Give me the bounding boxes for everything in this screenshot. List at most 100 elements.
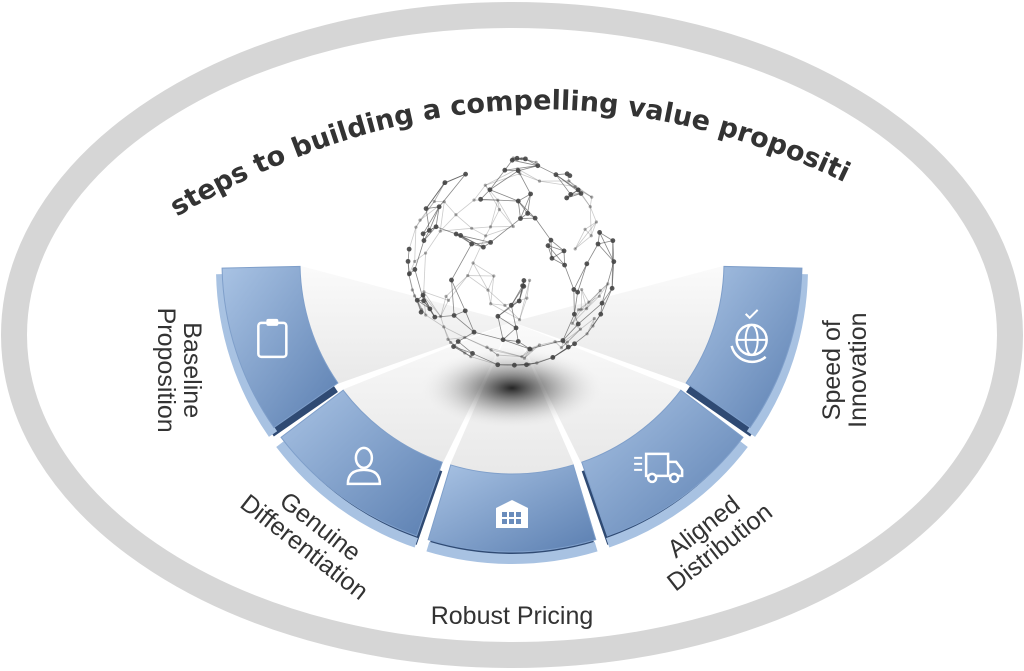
network-node [588, 205, 592, 209]
network-node [528, 191, 533, 197]
network-link [499, 209, 514, 227]
network-link [586, 243, 599, 265]
clipboard-icon [257, 318, 288, 359]
segment-face [221, 265, 339, 429]
network-node [520, 157, 524, 161]
network-link [512, 159, 538, 167]
network-link [453, 346, 472, 357]
step-segments: BaselinePropositionGenuineDifferentiatio… [152, 265, 872, 630]
network-link [467, 275, 489, 291]
network-node [471, 329, 477, 335]
network-node [423, 251, 428, 255]
network-link [472, 353, 498, 366]
network-link [408, 274, 413, 291]
network-node [508, 302, 514, 308]
step-segment[interactable]: Speed ofInnovation [685, 265, 872, 437]
network-node [580, 287, 584, 292]
network-node [527, 278, 532, 282]
network-link [486, 346, 498, 356]
network-node [610, 238, 616, 244]
network-node [590, 195, 594, 199]
network-node [548, 237, 554, 243]
network-link [550, 240, 553, 259]
network-node [410, 288, 414, 292]
network-link [443, 326, 465, 338]
network-node [584, 306, 589, 311]
network-link [599, 232, 615, 262]
network-node [423, 206, 429, 211]
network-node [565, 340, 570, 344]
network-node [444, 294, 448, 298]
network-link [589, 197, 593, 207]
network-link [588, 290, 601, 303]
network-node [470, 226, 474, 230]
network-node [495, 362, 501, 368]
network-link [448, 275, 469, 301]
network-link [440, 296, 447, 317]
network-link [439, 214, 457, 232]
network-link [502, 327, 517, 341]
network-link [487, 289, 506, 306]
network-link [502, 339, 530, 350]
network-link [572, 309, 582, 324]
network-node [567, 173, 573, 179]
network-link [487, 275, 495, 291]
network-link [464, 337, 492, 351]
network-link [584, 229, 592, 237]
network-node [561, 248, 567, 254]
network-node [595, 241, 601, 247]
network-link [438, 173, 466, 208]
step-label: BaselineProposition [152, 308, 206, 433]
network-link [588, 283, 609, 303]
network-link [490, 218, 521, 243]
segment-rim [276, 440, 418, 548]
step-segment[interactable]: Robust Pricing [426, 464, 598, 630]
network-link [471, 227, 486, 237]
network-link [601, 288, 613, 304]
network-link [489, 189, 519, 202]
network-link [517, 200, 536, 219]
network-link [581, 289, 590, 303]
network-link [521, 356, 525, 359]
network-link [518, 165, 538, 172]
network-node [448, 340, 453, 345]
step-label-line: Proposition [152, 308, 180, 433]
network-node [406, 246, 412, 252]
network-node [466, 273, 470, 278]
network-node [577, 188, 581, 192]
network-node [509, 157, 515, 163]
network-node [492, 274, 496, 278]
network-node [515, 198, 521, 204]
network-link [537, 165, 557, 176]
network-node [489, 302, 493, 306]
network-link [485, 168, 518, 186]
network-node [534, 160, 538, 164]
network-node [484, 234, 488, 238]
network-node [525, 210, 531, 216]
step-label: Robust Pricing [431, 602, 594, 630]
network-link [453, 346, 473, 354]
network-node [442, 200, 446, 204]
network-link [440, 300, 449, 317]
step-segment[interactable]: BaselineProposition [152, 265, 339, 437]
network-node [462, 308, 468, 314]
network-link [433, 182, 446, 202]
network-node [518, 216, 523, 221]
network-link [581, 308, 587, 311]
network-node [421, 298, 427, 304]
network-node [424, 313, 428, 317]
network-node [524, 362, 529, 368]
network-link [490, 275, 495, 304]
network-node [463, 351, 467, 355]
network-link [586, 313, 602, 335]
network-node [571, 287, 577, 292]
network-link [564, 264, 575, 290]
network-link [561, 341, 568, 348]
network-node [515, 339, 521, 344]
network-link [489, 169, 506, 190]
network-link [447, 339, 466, 354]
network-node [578, 327, 583, 331]
network-node [551, 355, 556, 359]
network-link [414, 252, 426, 262]
network-node [485, 345, 489, 349]
